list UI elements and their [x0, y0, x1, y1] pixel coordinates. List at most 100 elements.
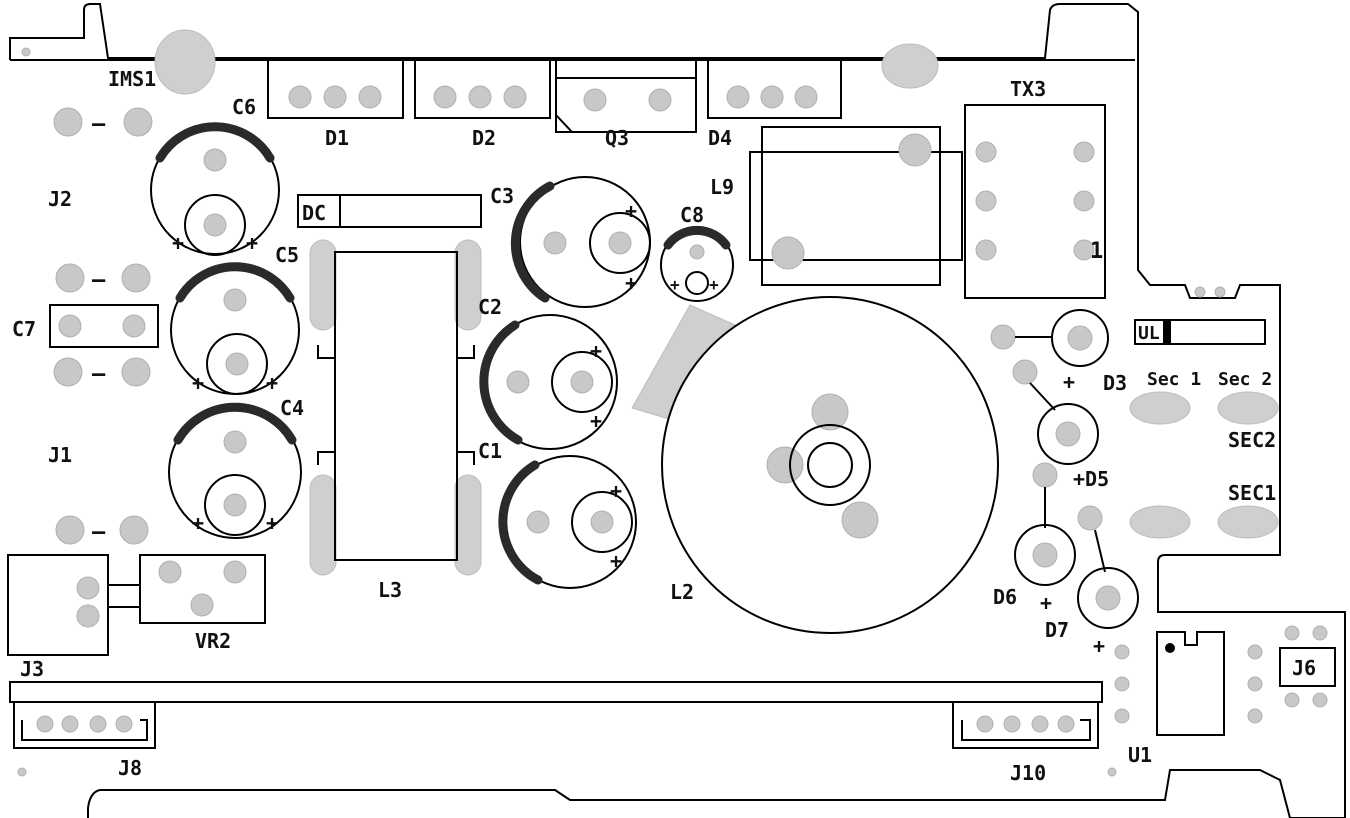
d3-outline [1051, 309, 1109, 367]
label-c8: C8 [680, 203, 704, 227]
j1-pad [119, 515, 149, 545]
d5-pad [1055, 421, 1081, 447]
label-d6: D6 [993, 585, 1017, 609]
via [1114, 644, 1130, 660]
j2-pad [55, 263, 85, 293]
j10-inner [961, 719, 1091, 741]
label-j2: J2 [48, 187, 72, 211]
sec-pad [1129, 505, 1191, 539]
c6-pad [203, 148, 227, 172]
j2-pad [123, 107, 153, 137]
tx3-pad [1073, 141, 1095, 163]
l9-pad [898, 133, 932, 167]
d4-outline [707, 59, 842, 119]
d1-outline [267, 59, 404, 119]
j6-pin [1284, 625, 1300, 641]
plus-mark: + [192, 511, 204, 535]
c2-pad [570, 370, 594, 394]
c4-pad [223, 430, 247, 454]
c8-pad [689, 244, 705, 260]
l9-pad [771, 236, 805, 270]
sec-pad [1129, 391, 1191, 425]
l3-tab [457, 345, 475, 359]
c7-pad [58, 314, 82, 338]
ul-bar [1163, 321, 1171, 343]
j2-pad [121, 263, 151, 293]
label-d3: D3 [1103, 371, 1127, 395]
d6-pad [1032, 462, 1058, 488]
d3-pad [990, 324, 1016, 350]
label-d4: D4 [708, 126, 732, 150]
c8-inner [685, 271, 709, 295]
vr2-pad [190, 593, 214, 617]
c1-inner [571, 491, 633, 553]
j3-pad [76, 576, 100, 600]
d3-pad [1067, 325, 1093, 351]
minus-mark: — [92, 112, 106, 137]
via [1114, 708, 1130, 724]
plus-mark: + [1063, 370, 1075, 394]
minus-mark: — [92, 520, 106, 545]
q3-pad [583, 88, 607, 112]
label-sec-1: Sec 1 [1147, 369, 1201, 390]
j8-pin [89, 715, 107, 733]
tx3-pad [975, 239, 997, 261]
j6-pin [1312, 625, 1328, 641]
plus-mark: + [709, 275, 719, 294]
label-c4: C4 [280, 396, 304, 420]
label-l9: L9 [710, 175, 734, 199]
c3-pad [543, 231, 567, 255]
j3-outline [7, 554, 109, 656]
c8-band [663, 225, 731, 250]
c1-pad [590, 510, 614, 534]
plus-mark: + [590, 339, 602, 363]
vr2-link [107, 584, 141, 608]
l3-pad-tl [309, 239, 337, 331]
label-sec2: SEC2 [1228, 428, 1276, 452]
label-c7: C7 [12, 317, 36, 341]
vr2-pad [223, 560, 247, 584]
d7-outline [1077, 567, 1139, 629]
via [1247, 708, 1263, 724]
l3-outline [334, 251, 458, 561]
dc-box [297, 194, 482, 228]
plus-mark: + [266, 511, 278, 535]
tx3-outline [964, 104, 1106, 299]
l2-pad [766, 446, 804, 484]
c3-pad [608, 231, 632, 255]
vr2-pad [158, 560, 182, 584]
label-d2: D2 [472, 126, 496, 150]
tx3-pad [1073, 239, 1095, 261]
label-d7: D7 [1045, 618, 1069, 642]
j6-pin [1312, 692, 1328, 708]
via [1114, 676, 1130, 692]
c2-pad [506, 370, 530, 394]
u1-pin1-dot [1165, 643, 1175, 653]
j10-pin [1003, 715, 1021, 733]
tx3-pad [975, 141, 997, 163]
tx3-pad [975, 190, 997, 212]
label-j6: J6 [1292, 656, 1316, 680]
label-l3: L3 [378, 578, 402, 602]
l2-pad [841, 501, 879, 539]
top-pad [881, 43, 939, 89]
plus-mark: + [192, 371, 204, 395]
u1-outline [1156, 631, 1225, 736]
via [1194, 286, 1206, 298]
ul-box [1134, 319, 1266, 345]
d7-pad [1095, 585, 1121, 611]
plus-mark: + [172, 231, 184, 255]
c5-pad [223, 288, 247, 312]
sec-pad [1217, 391, 1279, 425]
d5-lead [1029, 382, 1056, 411]
via [1247, 644, 1263, 660]
d5-outline [1037, 403, 1099, 465]
d2-pad [503, 85, 527, 109]
q3-pad [648, 88, 672, 112]
c2-inner [551, 351, 613, 413]
label-c5: C5 [275, 243, 299, 267]
label-c3: C3 [490, 184, 514, 208]
l3-pad-br [454, 474, 482, 576]
c5-pad [225, 352, 249, 376]
label-q3: Q3 [605, 126, 629, 150]
